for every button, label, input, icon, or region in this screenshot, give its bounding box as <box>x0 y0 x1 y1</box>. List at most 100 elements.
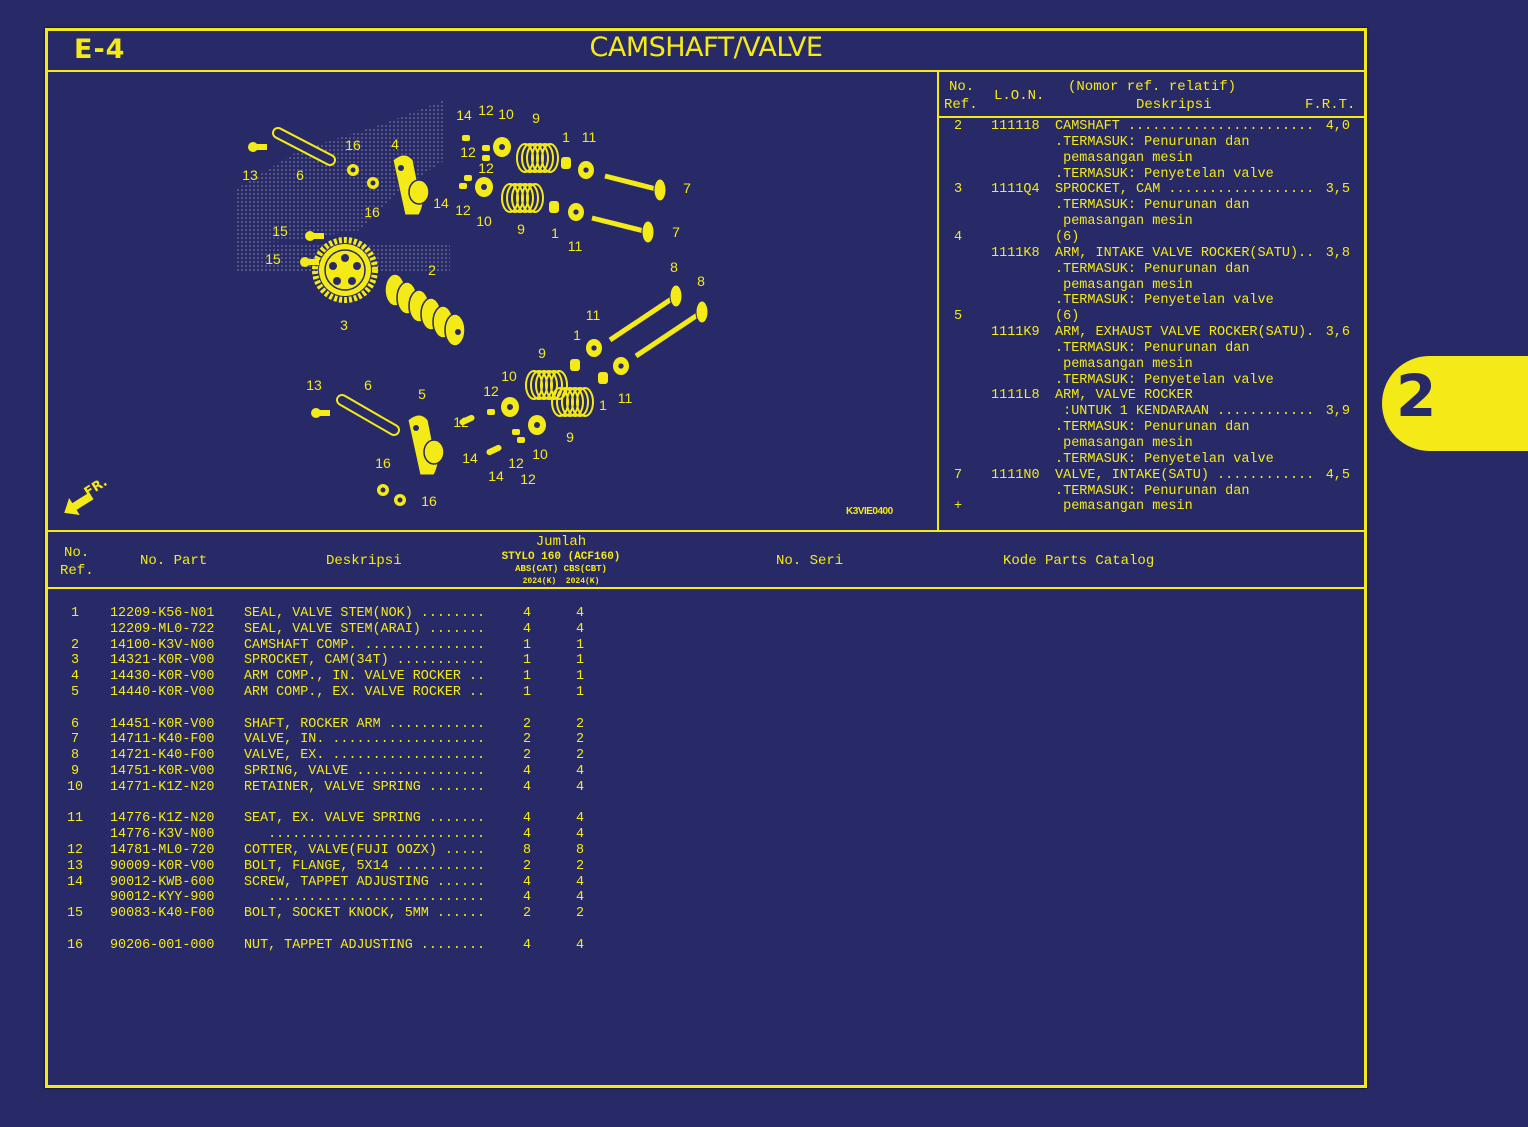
description-cell: SEAL, VALVE STEM(ARAI) ........ <box>244 621 487 637</box>
bolt <box>248 142 258 152</box>
labor-ref-header-1: No. <box>949 79 975 95</box>
description-cell: ARM COMP., IN. VALVE ROCKER ... <box>244 669 487 685</box>
part-number-cell: 90009-K0R-V00 <box>110 858 215 874</box>
qty-abs-cell: 1 <box>522 684 532 700</box>
part-number-cell: 14430-K0R-V00 <box>110 669 215 685</box>
labor-line: :UNTUK 1 KENDARAAN .............3,9 <box>940 404 1352 420</box>
nut-hole <box>350 167 356 173</box>
callout-number: 1 <box>599 397 607 413</box>
labor-ref: 5 <box>954 309 963 325</box>
qty-abs-cell: 4 <box>522 606 532 621</box>
callout-number: 15 <box>272 223 288 239</box>
spring-retainer-hole <box>534 422 540 428</box>
ref-cell: 13 <box>66 858 84 874</box>
labor-line: 5 (6) <box>940 309 1352 325</box>
part-number-cell: 90083-K40-F00 <box>110 906 215 922</box>
camshaft-segment <box>444 313 466 347</box>
table-row[interactable]: 4 14430-K0R-V00 ARM COMP., IN. VALVE ROCKE… <box>50 669 650 685</box>
callout-number: 12 <box>520 471 536 487</box>
qty-cbs-cell: 8 <box>575 842 585 858</box>
spring-seat-hole <box>573 209 579 215</box>
valve-stem-seal <box>549 201 559 213</box>
labor-line: .TERMASUK: Penurunan dan <box>940 484 1352 500</box>
exhaust-valve-head <box>669 284 683 308</box>
callout-number: 7 <box>683 180 691 196</box>
spring-retainer-hole <box>481 184 487 190</box>
labor-line: pemasangan mesin <box>940 278 1352 294</box>
labor-lon: 1111K8 <box>991 245 1040 261</box>
exhaust-valve-stem <box>608 293 678 343</box>
labor-line: 4(6) <box>940 230 1352 246</box>
labor-desc: .TERMASUK: Penurunan dan <box>1055 198 1250 214</box>
labor-lon-header: L.O.N. <box>994 88 1045 104</box>
section-tab[interactable]: 2 <box>1382 356 1528 451</box>
qty-cbs-cell: 2 <box>575 716 585 732</box>
table-row[interactable]: 14776-K3V-N00 ..........................… <box>50 827 650 843</box>
part-number-cell: 14776-K1Z-N20 <box>110 811 215 827</box>
labor-line: .TERMASUK: Penyetelan valve <box>940 373 1352 389</box>
callout-number: 10 <box>498 106 514 122</box>
valve-stem-seal <box>570 359 580 371</box>
labor-desc: (6) <box>1055 309 1080 325</box>
valve-stem-seal <box>561 157 571 169</box>
qty-cbs-cell: 2 <box>575 732 585 748</box>
parts-variant-header: ABS(CAT) CBS(CBT) <box>515 564 607 574</box>
qty-abs-cell: 4 <box>522 937 532 953</box>
labor-frt: 3,6 <box>1325 325 1350 341</box>
part-number-cell: 14721-K40-F00 <box>110 748 215 764</box>
valve-spring-coil <box>526 183 544 213</box>
qty-cbs-cell: 4 <box>575 890 585 906</box>
intake-valve-stem <box>604 173 661 193</box>
valve-spring-coil <box>571 387 589 417</box>
valve-cotter <box>487 409 495 415</box>
description-cell: RETAINER, VALVE SPRING ........ <box>244 779 487 795</box>
callout-number: 9 <box>538 345 546 361</box>
valve-spring-coil <box>541 143 559 173</box>
labor-frt: 3,9 <box>1325 404 1350 420</box>
part-number-cell: 14776-K3V-N00 <box>110 827 215 843</box>
qty-cbs-cell: 2 <box>575 906 585 922</box>
callout-number: 12 <box>478 160 494 176</box>
labor-ref: 4 <box>954 229 963 245</box>
parts-desc-header: Deskripsi <box>326 553 402 569</box>
ref-cell: 14 <box>66 874 84 890</box>
ref-cell: 6 <box>70 716 80 732</box>
part-number-cell: 90206-001-000 <box>110 937 215 953</box>
panel-divider <box>937 72 939 530</box>
description-cell: ........................... <box>244 890 486 906</box>
labor-desc: ARM, VALVE ROCKER <box>1055 388 1193 404</box>
table-row[interactable]: 90012-KYY-900 ..........................… <box>50 890 650 906</box>
labor-frt: 3,8 <box>1325 245 1350 261</box>
callout-number: 14 <box>462 450 478 466</box>
labor-desc: .TERMASUK: Penurunan dan <box>1055 261 1250 277</box>
labor-line: pemasangan mesin <box>940 357 1352 373</box>
callout-number: 11 <box>568 238 583 254</box>
callout-number: 8 <box>670 259 678 275</box>
qty-abs-cell: 4 <box>522 811 532 827</box>
ref-cell: 4 <box>70 669 80 685</box>
valve-spring-coil <box>521 183 539 213</box>
qty-cbs-cell: 4 <box>575 937 585 953</box>
part-number-cell: 14781-ML0-720 <box>110 842 215 858</box>
labor-desc: .TERMASUK: Penurunan dan <box>1055 483 1250 499</box>
callout-number: 9 <box>566 429 574 445</box>
